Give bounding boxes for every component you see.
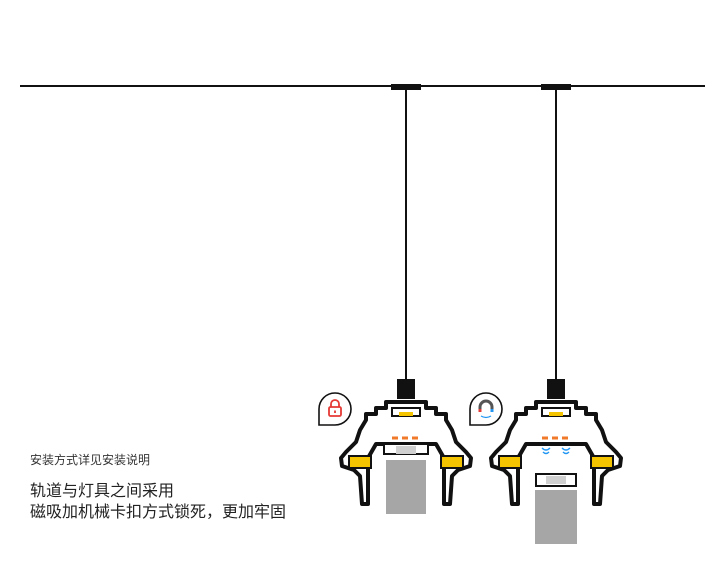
lock-icon [328, 399, 342, 417]
left-ceiling-mount [391, 84, 421, 90]
right-wing-yellow [440, 455, 464, 469]
right-connector-block [547, 379, 565, 399]
left-wing-yellow [348, 455, 372, 469]
description: 轨道与灯具之间采用 磁吸加机械卡扣方式锁死，更加牢固 [30, 480, 286, 522]
left-lamp-body [386, 460, 426, 514]
magnet-icon [478, 399, 494, 419]
lock-badge [318, 392, 352, 426]
magnet-badge [469, 392, 503, 426]
description-line-1: 轨道与灯具之间采用 [30, 481, 175, 500]
description-line-2: 磁吸加机械卡扣方式锁死，更加牢固 [30, 502, 287, 521]
magnetic-waves [541, 447, 571, 455]
right-lamp-body [535, 490, 577, 544]
right-fixture [489, 84, 623, 544]
left-fixture [339, 84, 473, 514]
install-note: 安装方式详见安装说明 [30, 453, 151, 467]
right-ceiling-mount [541, 84, 571, 90]
left-connector-block [397, 379, 415, 399]
